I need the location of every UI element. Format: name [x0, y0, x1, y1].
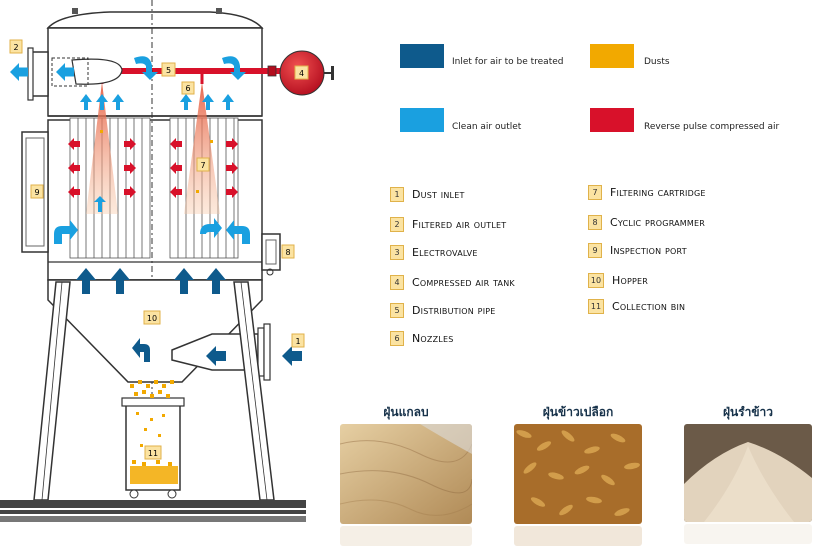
callout-10: 10: [143, 310, 161, 325]
svg-text:7: 7: [200, 161, 205, 170]
part-4: 4 Compressed air tank: [390, 274, 515, 290]
hopper: [47, 279, 263, 383]
clean-air-arrows: [9, 56, 250, 244]
callout-11: 11: [144, 445, 162, 460]
part-number: 3: [390, 244, 404, 260]
part-number: 6: [390, 330, 404, 346]
part-number: 5: [390, 302, 404, 318]
part-7: 7 Filtering cartridge: [588, 184, 706, 200]
part-8: 8 Cyclic programmer: [588, 214, 705, 230]
legend-label-dusts: Dusts: [644, 57, 670, 67]
part-11: 11 Collection bin: [588, 298, 685, 314]
pulse-jet-right: [184, 82, 220, 214]
callout-8: 8: [281, 244, 295, 259]
photo-bran-dust-reflection: [684, 524, 812, 544]
legend-label-inlet: Inlet for air to be treated: [452, 57, 564, 67]
part-2: 2 Filtered air outlet: [390, 216, 506, 232]
photo-husk-dust-reflection: [340, 526, 472, 546]
part-label: Filtering cartridge: [610, 185, 706, 199]
inlet-arrows: [132, 338, 302, 366]
part-label: Electrovalve: [412, 245, 478, 259]
callout-9: 9: [30, 184, 44, 199]
part-number: 1: [390, 186, 404, 202]
legend-swatch-dusts: [590, 44, 634, 68]
dust-particles: [100, 130, 213, 484]
part-number: 2: [390, 216, 404, 232]
part-label: Distribution pipe: [412, 303, 496, 317]
legend-label-clean-air: Clean air outlet: [452, 122, 522, 132]
svg-text:10: 10: [147, 314, 157, 323]
part-number: 7: [588, 184, 602, 200]
photo-caption-paddy-dust: ฝุ่นข้าวเปลือก: [542, 405, 614, 419]
photo-paddy-dust: [514, 424, 642, 524]
part-number: 11: [588, 298, 604, 314]
part-label: Hopper: [612, 273, 649, 287]
callout-4: 4: [294, 65, 309, 80]
paddy-dust-texture: [514, 424, 642, 524]
housing-dome: [46, 11, 264, 29]
photo-husk-dust: [340, 424, 472, 524]
legend-label-reverse-pulse: Reverse pulse compressed air: [644, 122, 780, 132]
svg-text:11: 11: [148, 449, 158, 458]
part-number: 8: [588, 214, 602, 230]
part-number: 10: [588, 272, 604, 288]
legend-swatch-inlet: [400, 44, 444, 68]
cyclic-programmer: [261, 233, 281, 271]
part-9: 9 Inspection port: [588, 242, 687, 258]
electrovalve: [71, 58, 123, 85]
part-1: 1 Dust inlet: [390, 186, 465, 202]
svg-text:9: 9: [34, 188, 39, 197]
legend-swatch-clean-air: [400, 108, 444, 132]
svg-text:5: 5: [166, 66, 171, 75]
svg-text:2: 2: [13, 43, 18, 52]
part-6: 6 Nozzles: [390, 330, 453, 346]
part-number: 4: [390, 274, 404, 290]
pulse-jet-left: [86, 82, 118, 214]
part-label: Nozzles: [412, 331, 454, 345]
legend-swatch-reverse-pulse: [590, 108, 634, 132]
part-5: 5 Distribution pipe: [390, 302, 496, 318]
part-label: Compressed air tank: [412, 275, 515, 289]
svg-text:8: 8: [285, 248, 290, 257]
part-label: Cyclic programmer: [610, 215, 706, 229]
callout-1: 1: [291, 333, 305, 348]
part-label: Collection bin: [612, 299, 686, 313]
callout-5: 5: [161, 62, 176, 77]
part-label: Inspection port: [610, 243, 687, 257]
part-3: 3 Electrovalve: [390, 244, 478, 260]
svg-text:1: 1: [295, 337, 300, 346]
part-10: 10 Hopper: [588, 272, 648, 288]
svg-text:6: 6: [185, 84, 190, 93]
bran-dust-texture: [684, 424, 812, 522]
photo-caption-husk-dust: ฝุ่นแกลบ: [383, 405, 429, 419]
callout-2: 2: [9, 39, 23, 54]
callout-7: 7: [196, 157, 210, 172]
part-label: Dust inlet: [412, 187, 465, 201]
photo-caption-bran-dust: ฝุ่นรำข้าว: [722, 405, 774, 419]
base-frame: [0, 500, 306, 508]
husk-dust-texture: [340, 424, 472, 524]
photo-bran-dust: [684, 424, 812, 522]
upflow-arrows: [76, 268, 226, 294]
part-number: 9: [588, 242, 602, 258]
callout-6: 6: [181, 81, 195, 95]
part-label: Filtered air outlet: [412, 217, 507, 231]
svg-text:4: 4: [299, 69, 304, 78]
distribution-pipe: [70, 68, 286, 74]
photo-paddy-dust-reflection: [514, 526, 642, 546]
